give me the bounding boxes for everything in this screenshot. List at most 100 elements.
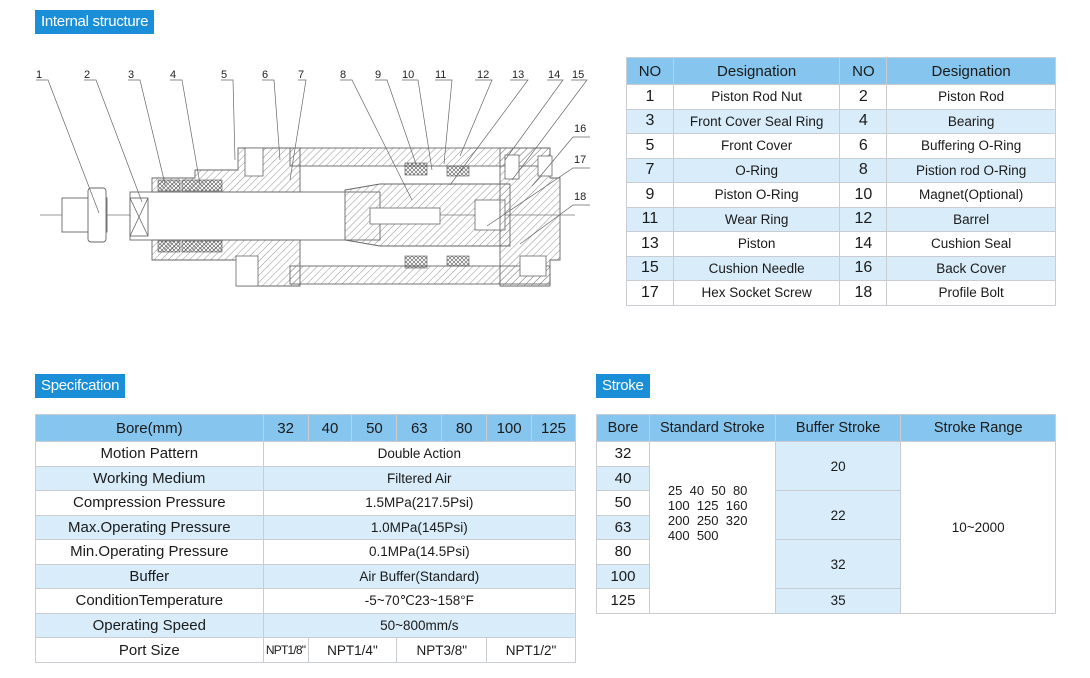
port-size-100-125: NPT1/2" xyxy=(486,637,576,663)
callout-4: 4 xyxy=(170,69,176,81)
callout-8: 8 xyxy=(340,69,346,81)
callout-2: 2 xyxy=(84,69,90,81)
stroke-bore-32: 32 xyxy=(596,441,650,467)
standard-stroke-line: 400 500 xyxy=(667,528,719,544)
part-designation: Pistion rod O-Ring xyxy=(886,157,1056,183)
spec-label: Operating Speed xyxy=(35,612,264,638)
part-designation: Cushion Seal xyxy=(886,231,1056,257)
spec-label: Compression Pressure xyxy=(35,490,264,516)
callout-12: 12 xyxy=(477,69,489,81)
part-number: 6 xyxy=(839,133,888,159)
spec-label: ConditionTemperature xyxy=(35,588,264,614)
part-number: 9 xyxy=(626,182,674,208)
callout-15: 15 xyxy=(572,69,584,81)
stroke-table: Bore Standard Stroke Buffer Stroke Strok… xyxy=(596,414,1056,614)
part-designation: O-Ring xyxy=(672,157,841,183)
callout-18: 18 xyxy=(574,191,586,203)
bore-32: 32 xyxy=(262,414,309,442)
stroke-bore-63: 63 xyxy=(596,514,650,540)
spec-label: Min.Operating Pressure xyxy=(35,539,264,565)
part-designation: Front Cover Seal Ring xyxy=(672,108,841,134)
spec-label: Max.Operating Pressure xyxy=(35,514,264,540)
part-number: 14 xyxy=(839,231,888,257)
part-designation: Buffering O-Ring xyxy=(886,133,1056,159)
part-number: 12 xyxy=(839,206,888,232)
callout-1: 1 xyxy=(36,69,42,81)
bore-40: 40 xyxy=(307,414,353,442)
callout-13: 13 xyxy=(512,69,524,81)
part-designation: Barrel xyxy=(886,206,1056,232)
callout-10: 10 xyxy=(402,69,414,81)
header-stroke-range: Stroke Range xyxy=(900,414,1056,442)
header-buffer-stroke: Buffer Stroke xyxy=(774,414,902,442)
part-designation: Magnet(Optional) xyxy=(886,182,1056,208)
part-designation: Piston Rod Nut xyxy=(672,84,841,110)
part-number: 11 xyxy=(626,206,674,232)
part-number: 2 xyxy=(839,84,888,110)
piston-rod-nut xyxy=(61,187,108,243)
port-size-63-80: NPT3/8" xyxy=(396,637,488,663)
callout-9: 9 xyxy=(375,69,381,81)
callout-7: 7 xyxy=(298,69,304,81)
part-designation: Piston O-Ring xyxy=(672,182,841,208)
spec-value: Double Action xyxy=(262,441,577,467)
callout-6: 6 xyxy=(262,69,268,81)
part-number: 3 xyxy=(626,108,674,134)
callout-3: 3 xyxy=(128,69,134,81)
stroke-bore-80: 80 xyxy=(596,539,650,565)
buffer-stroke-125: 35 xyxy=(774,588,902,614)
part-number: 8 xyxy=(839,157,888,183)
spec-label: Buffer xyxy=(35,563,264,589)
part-designation: Wear Ring xyxy=(672,206,841,232)
part-designation: Back Cover xyxy=(886,255,1056,281)
callout-16: 16 xyxy=(574,123,586,135)
spec-value: 50~800mm/s xyxy=(262,612,577,638)
header-no: NO xyxy=(626,57,674,85)
part-number: 18 xyxy=(839,280,888,306)
spec-value: Air Buffer(Standard) xyxy=(262,563,577,589)
callout-14: 14 xyxy=(548,69,560,81)
callout-5: 5 xyxy=(221,69,227,81)
back-cover xyxy=(499,147,561,287)
bore-header-label: Bore(mm) xyxy=(35,414,264,442)
bore-63: 63 xyxy=(396,414,443,442)
part-number: 13 xyxy=(626,231,674,257)
part-designation: Piston xyxy=(672,231,841,257)
part-number: 1 xyxy=(626,84,674,110)
part-number: 16 xyxy=(839,255,888,281)
port-size-40-50: NPT1/4" xyxy=(307,637,398,663)
spec-label: Motion Pattern xyxy=(35,441,264,467)
header-bore: Bore xyxy=(596,414,650,442)
bore-100: 100 xyxy=(486,414,533,442)
callout-11: 11 xyxy=(435,69,446,81)
part-designation: Front Cover xyxy=(672,133,841,159)
port-size-label: Port Size xyxy=(35,637,264,663)
port-size-row: Port Size NPT1/8" NPT1/4" NPT3/8" NPT1/2… xyxy=(35,637,576,663)
spec-value: 0.1MPa(14.5Psi) xyxy=(262,539,577,565)
standard-stroke-line: 100 125 160 xyxy=(667,498,748,514)
buffer-stroke-80-100: 32 xyxy=(774,539,902,589)
part-number: 5 xyxy=(626,133,674,159)
specification-heading: Specifcation xyxy=(35,374,126,398)
internal-structure-heading: Internal structure xyxy=(35,10,155,34)
part-designation: Piston Rod xyxy=(886,84,1056,110)
header-standard-stroke: Standard Stroke xyxy=(648,414,776,442)
bore-50: 50 xyxy=(351,414,398,442)
part-number: 17 xyxy=(626,280,674,306)
part-number: 7 xyxy=(626,157,674,183)
stroke-range: 10~2000 xyxy=(900,441,1056,614)
